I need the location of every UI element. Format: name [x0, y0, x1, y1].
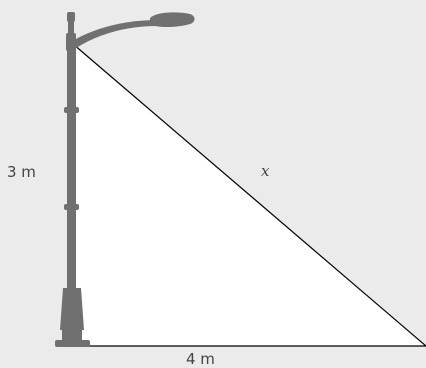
height-label: 3 m: [7, 163, 36, 181]
street-lamp-icon: [55, 12, 195, 347]
hypotenuse-label: x: [261, 162, 270, 180]
hypotenuse-line: [72, 43, 426, 347]
base-label: 4 m: [186, 350, 215, 368]
